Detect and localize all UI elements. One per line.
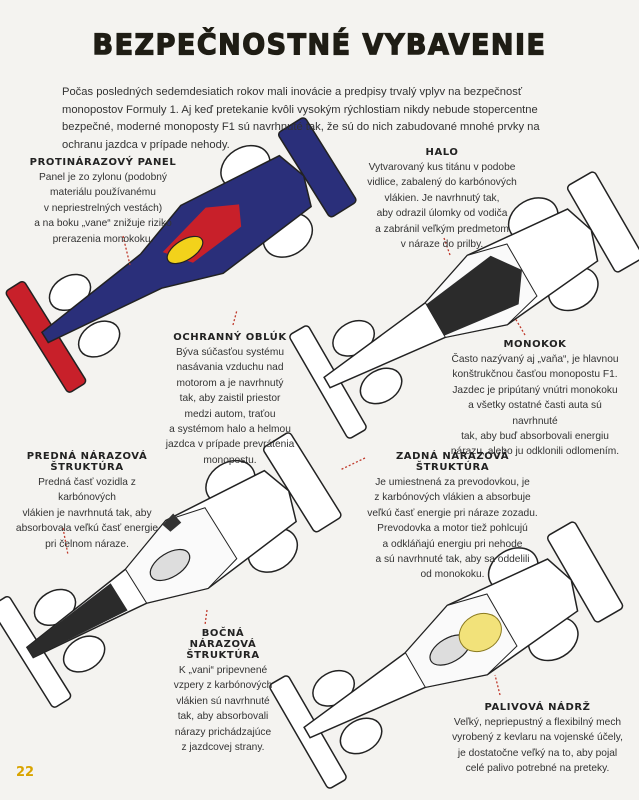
callout-heading: MONOKOK	[503, 339, 567, 350]
callout-heading: PREDNÁ NÁRAZOVÁ ŠTRUKTÚRA	[26, 451, 148, 473]
callout-text: Panel je zo zylonu (podobný materiálu po…	[34, 172, 172, 245]
callout-protinarazovy-panel: PROTINÁRAZOVÝ PANEL Panel je zo zylonu (…	[28, 157, 178, 247]
callout-text: Predná časť vozidla z karbónových vlákie…	[15, 477, 159, 550]
leader-lines	[62, 235, 526, 696]
callout-predna-narazova-struktura: PREDNÁ NÁRAZOVÁ ŠTRUKTÚRA Predná časť vo…	[12, 451, 162, 552]
car-illustration-livery	[5, 117, 357, 393]
callout-text: Býva súčasťou systému nasávania vzduchu …	[165, 347, 295, 466]
callout-heading: PROTINÁRAZOVÝ PANEL	[29, 157, 177, 168]
callout-halo: HALO Vytvarovaný kus titánu v podobe vid…	[361, 147, 523, 252]
car-illustration-fuel-tank	[267, 511, 631, 792]
callout-text: Veľký, nepriepustný a flexibilný mech vy…	[452, 717, 623, 775]
car-illustration-monocoque	[287, 161, 639, 442]
page-title: BEZPEČNOSTNÉ VYBAVENIE	[92, 29, 547, 63]
page-number: 22	[16, 765, 35, 780]
callout-heading: OCHRANNÝ OBLÚK	[173, 332, 287, 343]
callout-heading: BOČNÁ NÁRAZOVÁ ŠTRUKTÚRA	[186, 628, 260, 661]
callout-bocna-narazova-struktura: BOČNÁ NÁRAZOVÁ ŠTRUKTÚRA K „vani“ pripev…	[163, 628, 283, 755]
callout-heading: HALO	[425, 147, 459, 158]
car-illustration-front-structure	[0, 422, 350, 712]
callout-ochranny-obluk: OCHRANNÝ OBLÚK Býva súčasťou systému nas…	[160, 332, 300, 468]
callout-zadna-narazova-struktura: ZADNÁ NÁRAZOVÁ ŠTRUKTÚRA Je umiestnená z…	[365, 451, 540, 583]
callout-heading: ZADNÁ NÁRAZOVÁ ŠTRUKTÚRA	[395, 451, 510, 473]
callout-text: Vytvarovaný kus titánu v podobe vidlice,…	[367, 162, 517, 251]
callout-text: Je umiestnená za prevodovkou, je z karbó…	[367, 477, 538, 581]
callout-monokok: MONOKOK Často nazývaný aj „vaňa“, je hla…	[450, 339, 620, 460]
callout-text: K „vani“ pripevnené vzpery z karbónových…	[173, 665, 273, 754]
callout-text: Často nazývaný aj „vaňa“, je hlavnou kon…	[450, 354, 620, 458]
callout-palivova-nadrz: PALIVOVÁ NÁDRŽ Veľký, nepriepustný a fle…	[450, 702, 625, 777]
callout-heading: PALIVOVÁ NÁDRŽ	[484, 702, 591, 713]
intro-paragraph: Počas posledných sedemdesiatich rokov ma…	[62, 86, 540, 151]
